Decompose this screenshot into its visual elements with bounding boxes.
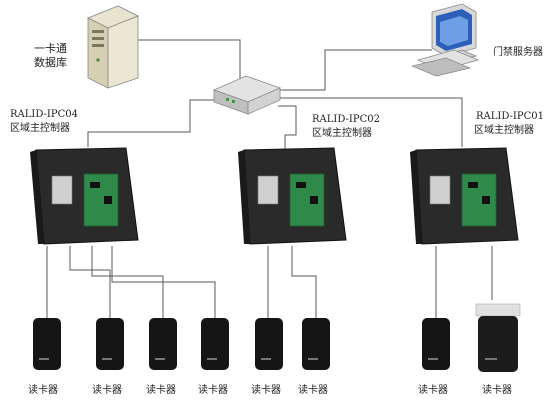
controller-ipc01-model: RALID-IPC01 bbox=[476, 111, 544, 122]
reader-label-4: 读卡器 bbox=[198, 385, 228, 396]
link-server-switch bbox=[280, 49, 432, 91]
controller-box-ipc04 bbox=[30, 147, 139, 245]
link-ipc04-reader-3 bbox=[91, 246, 164, 318]
link-ipc02-reader-6 bbox=[291, 246, 317, 318]
link-database-switch bbox=[138, 39, 241, 88]
link-switch-ipc04 bbox=[87, 99, 222, 147]
reader-label-6: 读卡器 bbox=[298, 385, 328, 396]
card-reader-icon-1 bbox=[33, 318, 61, 370]
reader-label-7: 读卡器 bbox=[418, 385, 448, 396]
desktop-computer-icon bbox=[411, 3, 480, 77]
controller-ipc01-desc: 区域主控制器 bbox=[474, 125, 534, 136]
controller-ipc04-desc: 区域主控制器 bbox=[10, 123, 70, 134]
access-server-label: 门禁服务器 bbox=[493, 47, 543, 58]
reader-label-3: 读卡器 bbox=[146, 385, 176, 396]
server-tower-icon bbox=[87, 5, 139, 89]
controller-ipc04-model: RALID-IPC04 bbox=[10, 109, 78, 120]
controller-ipc02-desc: 区域主控制器 bbox=[312, 128, 372, 139]
controller-ipc02-model: RALID-IPC02 bbox=[312, 114, 380, 125]
reader-label-2: 读卡器 bbox=[92, 385, 122, 396]
reader-label-8: 读卡器 bbox=[482, 385, 512, 396]
card-reader-icon-5 bbox=[255, 318, 283, 370]
controller-box-ipc01 bbox=[410, 147, 519, 245]
card-reader-icon-7 bbox=[422, 318, 450, 370]
link-ipc04-reader-2 bbox=[69, 246, 111, 318]
reader-label-1: 读卡器 bbox=[28, 385, 58, 396]
card-reader-icon-4 bbox=[201, 318, 229, 370]
database-label-line1: 一卡通 bbox=[34, 42, 67, 55]
database-label-line2: 数据库 bbox=[34, 56, 67, 69]
link-switch-ipc01 bbox=[280, 97, 463, 147]
card-reader-icon-2 bbox=[96, 318, 124, 370]
card-reader-icon-6 bbox=[302, 318, 330, 370]
controller-box-ipc02 bbox=[238, 147, 347, 245]
reader-label-5: 读卡器 bbox=[251, 385, 281, 396]
link-ipc04-reader-4 bbox=[111, 246, 216, 318]
link-switch-ipc02 bbox=[278, 105, 297, 150]
card-reader-icon-8 bbox=[475, 303, 521, 372]
network-switch-icon bbox=[212, 75, 282, 115]
network-wiring bbox=[46, 39, 493, 318]
card-reader-icon-3 bbox=[149, 318, 177, 370]
